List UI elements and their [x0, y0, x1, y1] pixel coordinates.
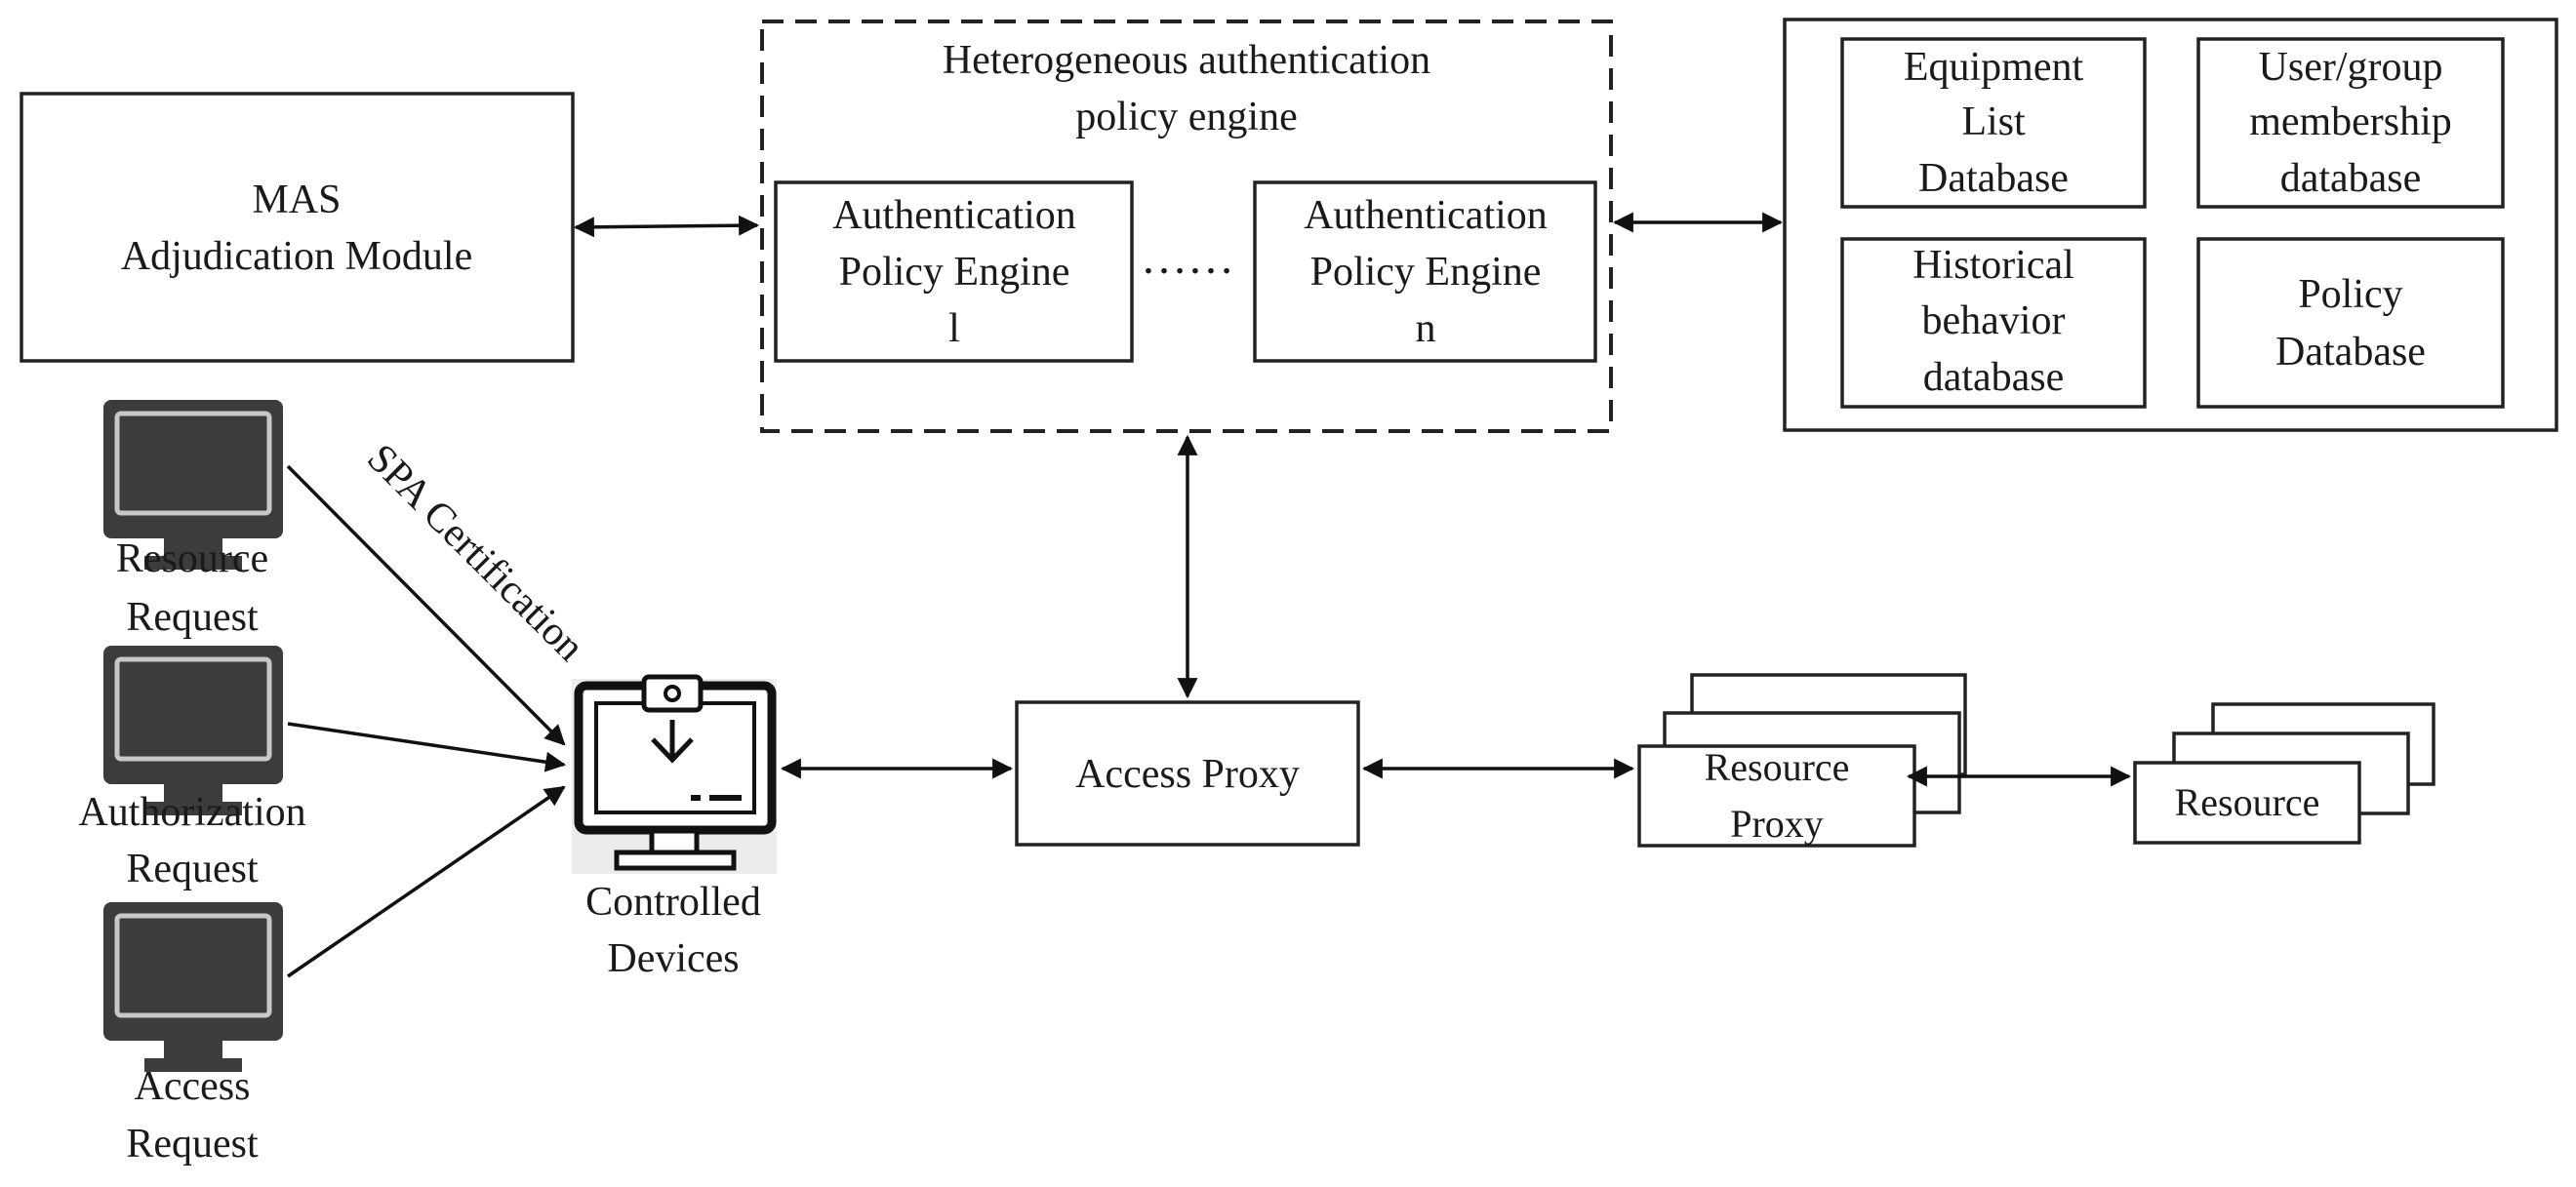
user-group-membership-database: User/group membership database	[2196, 37, 2505, 209]
authorization-request-line2: Request	[126, 847, 259, 891]
engine-n-label-line3: n	[1416, 306, 1436, 351]
resource-proxy-line2: Proxy	[1730, 802, 1824, 846]
resource-request-terminal: Resource Request	[103, 400, 283, 640]
resource-label: Resource	[2175, 780, 2320, 824]
engine1-label-line2: Policy Engine	[839, 250, 1070, 295]
historical-db-line3: database	[1923, 355, 2065, 400]
arrow-access-request	[287, 785, 566, 978]
authorization-request-terminal: Authorization Request	[78, 646, 306, 891]
user-group-db-line3: database	[2280, 156, 2422, 201]
controlled-devices: Controlled Devices	[572, 674, 777, 981]
resource-proxy-stack: Resource Proxy	[1637, 673, 1967, 848]
controlled-devices-line2: Devices	[607, 936, 739, 981]
policy-database: Policy Database	[2196, 237, 2505, 409]
equipment-db-line3: Database	[1918, 156, 2069, 201]
heterogeneous-policy-engine-group: Heterogeneous authentication policy engi…	[760, 20, 1613, 433]
policy-engine-group-title-line1: Heterogeneous authentication	[943, 38, 1430, 83]
arrow-mas-policy-engine	[573, 215, 760, 238]
authentication-policy-engine-1: Authentication Policy Engine l	[774, 180, 1134, 363]
resource-request-line1: Resource	[116, 536, 268, 581]
controlled-devices-line1: Controlled	[585, 880, 761, 925]
user-group-db-line1: User/group	[2259, 45, 2443, 90]
spa-certification-label: SPA Certification	[358, 436, 592, 670]
equipment-db-line2: List	[1961, 99, 2026, 144]
engines-ellipsis: ……	[1141, 232, 1234, 284]
policy-db-line2: Database	[2275, 330, 2426, 375]
access-proxy-label: Access Proxy	[1075, 752, 1300, 797]
mas-label-line1: MAS	[252, 178, 341, 222]
resource-stack: Resource	[2133, 702, 2435, 845]
authorization-request-line1: Authorization	[78, 790, 305, 835]
mas-adjudication-module: MAS Adjudication Module	[20, 92, 575, 363]
access-request-line2: Request	[126, 1122, 259, 1167]
historical-db-line1: Historical	[1912, 243, 2074, 288]
databases-container: Equipment List Database User/group membe…	[1783, 18, 2558, 432]
access-request-terminal: Access Request	[103, 902, 283, 1167]
authentication-policy-engine-n: Authentication Policy Engine n	[1253, 180, 1597, 363]
equipment-list-database: Equipment List Database	[1840, 37, 2147, 209]
arrow-spa-certification	[286, 464, 566, 746]
connectors	[286, 212, 2132, 978]
policy-engine-group-title-line2: policy engine	[1075, 95, 1297, 139]
monitor-icon	[103, 902, 283, 1072]
user-group-db-line2: membership	[2249, 99, 2452, 144]
engine1-label-line1: Authentication	[832, 193, 1076, 238]
resource-request-line2: Request	[126, 595, 259, 640]
engine-n-label-line2: Policy Engine	[1310, 250, 1542, 295]
engine-n-label-line1: Authentication	[1304, 193, 1548, 238]
equipment-db-line1: Equipment	[1904, 45, 2084, 90]
access-proxy: Access Proxy	[1015, 700, 1360, 847]
access-request-line1: Access	[135, 1064, 251, 1109]
historical-db-line2: behavior	[1922, 298, 2066, 343]
engine1-label-line3: l	[948, 306, 960, 351]
historical-behavior-database: Historical behavior database	[1840, 237, 2147, 409]
resource-proxy-line1: Resource	[1705, 745, 1850, 789]
mas-label-line2: Adjudication Module	[121, 234, 472, 279]
policy-db-line1: Policy	[2298, 272, 2402, 317]
arrow-authorization-request	[287, 722, 567, 772]
